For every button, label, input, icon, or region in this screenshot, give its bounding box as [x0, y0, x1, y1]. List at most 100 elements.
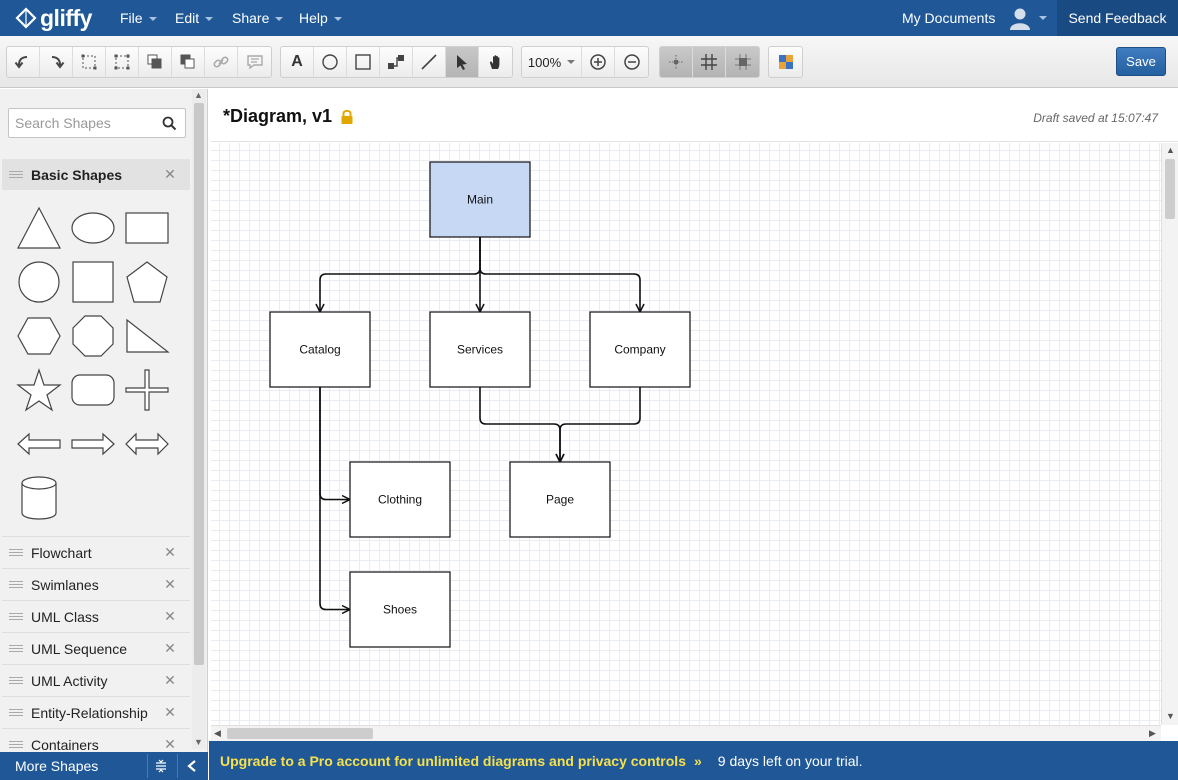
text-tool-button[interactable]: A: [281, 47, 314, 77]
library-header-basic-shapes[interactable]: Basic Shapes ✕: [2, 159, 190, 190]
shape-arrow-left[interactable]: [14, 421, 64, 467]
canvas-vertical-scrollbar[interactable]: ▲ ▼: [1161, 143, 1178, 725]
rectangle-tool-button[interactable]: [347, 47, 380, 77]
shape-square[interactable]: [68, 259, 118, 305]
upgrade-link[interactable]: Upgrade to a Pro account for unlimited d…: [220, 752, 686, 769]
library-header-uml-sequence[interactable]: UML Sequence✕: [2, 633, 190, 664]
node-company[interactable]: Company: [589, 311, 691, 388]
scroll-up-arrow-icon[interactable]: ▲: [194, 90, 203, 100]
drag-handle-icon[interactable]: [9, 643, 23, 654]
pointer-tool-button[interactable]: [446, 47, 479, 77]
drag-handle-icon[interactable]: [9, 611, 23, 622]
scroll-up-arrow-icon[interactable]: ▲: [1166, 145, 1175, 155]
node-box[interactable]: [589, 311, 691, 388]
undo-button[interactable]: [7, 47, 40, 77]
drag-handle-icon[interactable]: [9, 739, 23, 750]
node-page[interactable]: Page: [509, 461, 611, 538]
library-header-entity-relationship[interactable]: Entity-Relationship✕: [2, 697, 190, 728]
drag-handle-icon[interactable]: [9, 579, 23, 590]
document-title[interactable]: *Diagram, v1: [223, 106, 354, 127]
close-icon[interactable]: ✕: [164, 608, 176, 624]
shape-right-triangle[interactable]: [122, 313, 172, 359]
shape-circle[interactable]: [14, 259, 64, 305]
chevrons-icon[interactable]: »: [693, 752, 702, 769]
close-icon[interactable]: ✕: [164, 576, 176, 592]
collapse-all-button[interactable]: [147, 754, 173, 778]
connector-catalog-shoes[interactable]: [319, 387, 349, 610]
shape-cross[interactable]: [122, 367, 172, 413]
library-header-uml-class[interactable]: UML Class✕: [2, 601, 190, 632]
send-to-back-button[interactable]: [172, 47, 205, 77]
shape-ellipse[interactable]: [68, 205, 118, 251]
redo-button[interactable]: [40, 47, 73, 77]
library-header-containers[interactable]: Containers✕: [2, 729, 190, 760]
connector-main-company[interactable]: [479, 237, 640, 311]
user-menu[interactable]: [1008, 4, 1050, 32]
zoom-select[interactable]: 100%: [522, 47, 582, 77]
zoom-in-button[interactable]: [582, 47, 615, 77]
shape-octagon[interactable]: [68, 313, 118, 359]
node-box[interactable]: [509, 461, 611, 538]
drag-handle-icon[interactable]: [9, 675, 23, 686]
menu-share[interactable]: Share: [232, 0, 284, 36]
theme-button[interactable]: [769, 47, 802, 77]
snap-to-grid-button[interactable]: [726, 47, 759, 77]
comment-button[interactable]: [238, 47, 271, 77]
close-icon[interactable]: ✕: [164, 544, 176, 560]
grid-toggle-button[interactable]: [693, 47, 726, 77]
connector-tool-button[interactable]: [380, 47, 413, 77]
more-shapes-button[interactable]: More Shapes: [15, 758, 99, 774]
scrollbar-thumb[interactable]: [1165, 159, 1175, 219]
zoom-out-button[interactable]: [615, 47, 648, 77]
bring-to-front-button[interactable]: [139, 47, 172, 77]
close-icon[interactable]: ✕: [164, 736, 176, 752]
ungroup-button[interactable]: [106, 47, 139, 77]
canvas-horizontal-scrollbar[interactable]: ◀ ▶: [211, 725, 1161, 741]
node-shoes[interactable]: Shoes: [349, 571, 451, 648]
menu-file[interactable]: File: [120, 0, 157, 36]
shape-arrow-right[interactable]: [68, 421, 118, 467]
shape-star[interactable]: [14, 367, 64, 413]
pan-tool-button[interactable]: [479, 47, 512, 77]
menu-edit[interactable]: Edit: [175, 0, 214, 36]
connector-catalog-clothing[interactable]: [319, 387, 349, 500]
connector-company-page[interactable]: [560, 387, 641, 461]
lock-icon[interactable]: [340, 109, 354, 125]
connector-main-catalog[interactable]: [320, 237, 481, 311]
node-box[interactable]: [429, 161, 531, 238]
node-box[interactable]: [349, 571, 451, 648]
group-button[interactable]: [73, 47, 106, 77]
drag-handle-icon[interactable]: [9, 547, 23, 558]
close-icon[interactable]: ✕: [164, 166, 176, 182]
shape-rectangle[interactable]: [122, 205, 172, 251]
snap-to-object-button[interactable]: [660, 47, 693, 77]
close-icon[interactable]: ✕: [164, 672, 176, 688]
save-button[interactable]: Save: [1116, 47, 1166, 76]
scrollbar-thumb[interactable]: [194, 103, 204, 665]
scroll-down-arrow-icon[interactable]: ▼: [1166, 711, 1175, 721]
shape-cylinder[interactable]: [14, 475, 64, 521]
ellipse-tool-button[interactable]: [314, 47, 347, 77]
my-documents-link[interactable]: My Documents: [902, 10, 996, 26]
node-clothing[interactable]: Clothing: [349, 461, 451, 538]
drag-handle-icon[interactable]: [9, 707, 23, 718]
node-services[interactable]: Services: [429, 311, 531, 388]
collapse-panel-button[interactable]: [177, 754, 205, 778]
library-header-flowchart[interactable]: Flowchart✕: [2, 537, 190, 568]
shape-pentagon[interactable]: [122, 259, 172, 305]
node-catalog[interactable]: Catalog: [269, 311, 371, 388]
search-icon[interactable]: [162, 116, 177, 131]
line-tool-button[interactable]: [413, 47, 446, 77]
node-main[interactable]: Main: [429, 161, 531, 238]
shape-hexagon[interactable]: [14, 313, 64, 359]
scroll-right-arrow-icon[interactable]: ▶: [1149, 728, 1156, 738]
shape-triangle[interactable]: [14, 205, 64, 251]
node-box[interactable]: [349, 461, 451, 538]
drag-handle-icon[interactable]: [9, 169, 23, 180]
connector-services-page[interactable]: [479, 387, 560, 461]
scrollbar-thumb[interactable]: [227, 728, 373, 739]
search-shapes-input[interactable]: [9, 109, 159, 137]
close-icon[interactable]: ✕: [164, 704, 176, 720]
node-box[interactable]: [429, 311, 531, 388]
